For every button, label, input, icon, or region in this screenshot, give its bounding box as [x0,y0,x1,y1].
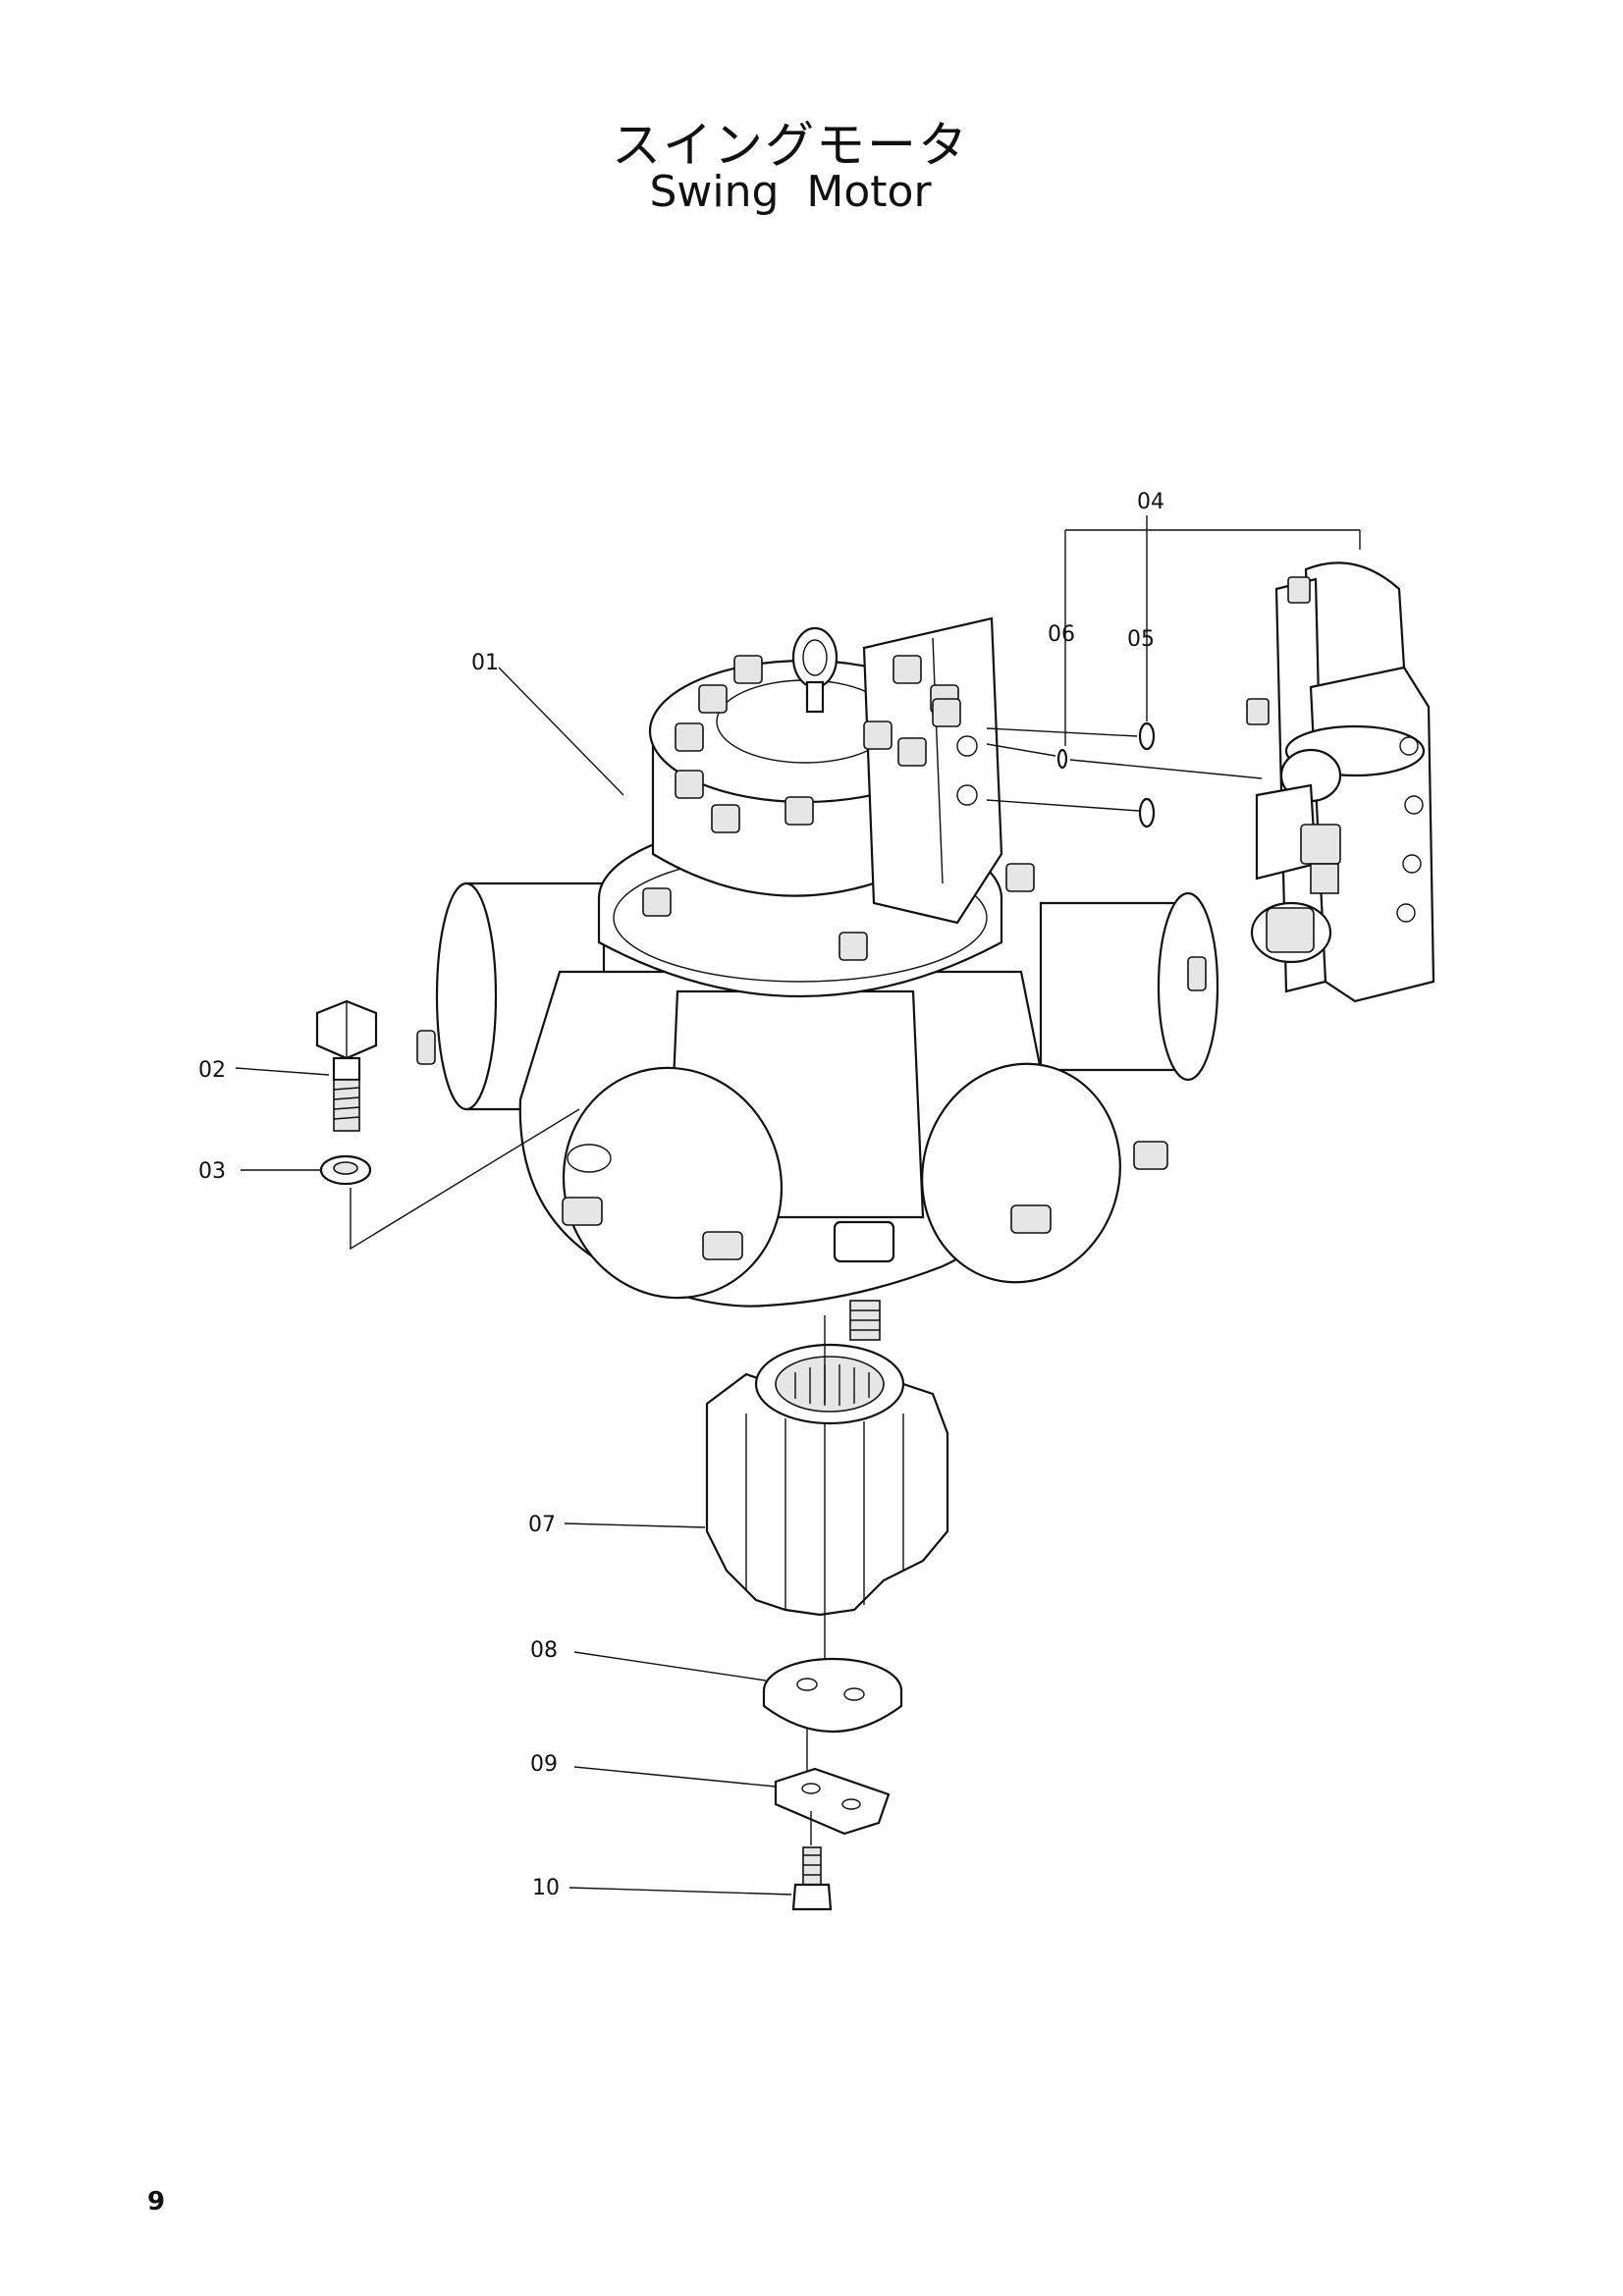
pinion-gear-07 [705,1343,949,1617]
callout-04: 04 [1137,490,1164,514]
lock-plate-09 [774,1767,891,1836]
cover-bolts [642,655,1035,961]
callout-03: 03 [198,1159,226,1184]
callout-02: 02 [198,1058,226,1083]
o-ring-06 [1056,748,1068,770]
o-ring-05-upper [1138,721,1156,751]
o-ring-05-lower [1138,797,1156,828]
callout-08: 08 [530,1638,558,1663]
callout-09: 09 [530,1752,558,1777]
bolt-02 [315,999,378,1132]
title-japanese: スイングモータ [612,117,969,174]
callout-10: 10 [532,1876,560,1900]
callout-06: 06 [1048,622,1075,647]
callout-05: 05 [1127,627,1155,652]
callout-01: 01 [471,651,499,675]
bolt-10 [791,1846,833,1911]
callout-07: 07 [528,1513,556,1537]
control-valve-assembly [1246,561,1435,1003]
page-number: 9 [147,2187,166,2216]
washer-03 [319,1154,372,1186]
plate-08 [762,1657,903,1733]
swing-motor-body [416,616,1219,1341]
title-english: Swing Motor [649,167,932,217]
